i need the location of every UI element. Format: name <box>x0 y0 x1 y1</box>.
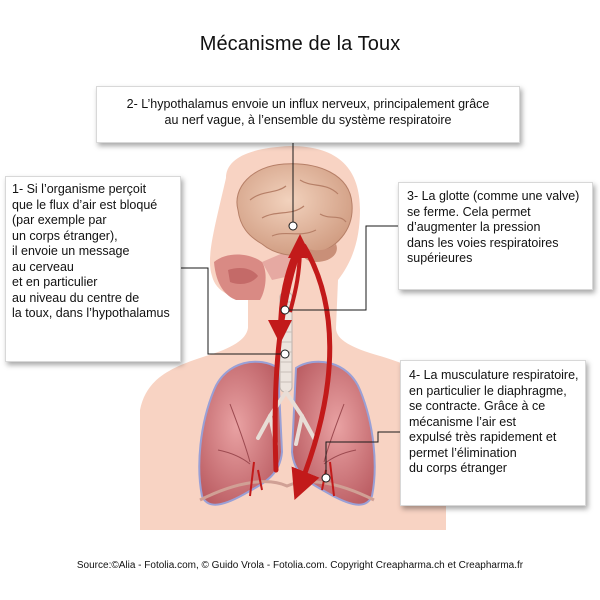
step-1-box: 1- Si l’organisme perçoit que le flux d’… <box>5 176 181 362</box>
step-3-line: se ferme. Cela permet <box>407 205 584 221</box>
step-4-box: 4- La musculature respiratoire, en parti… <box>400 360 586 506</box>
step-3-line: 3- La glotte (comme une valve) <box>407 189 584 205</box>
step-4-line: expulsé très rapidement et <box>409 430 577 446</box>
step-1-line: au cerveau <box>12 260 174 276</box>
step-2-line: au nerf vague, à l’ensemble du système r… <box>105 113 511 129</box>
step-4-line: en particulier le diaphragme, <box>409 384 577 400</box>
step-1-line: (par exemple par <box>12 213 174 229</box>
step-2-line: 2- L’hypothalamus envoie un influx nerve… <box>105 97 511 113</box>
step-1-line: et en particulier <box>12 275 174 291</box>
step-1-line: 1- Si l’organisme perçoit <box>12 182 174 198</box>
step-4-line: mécanisme l’air est <box>409 415 577 431</box>
step-1-line: la toux, dans l’hypothalamus <box>12 306 174 322</box>
step-1-line: au niveau du centre de <box>12 291 174 307</box>
step-4-line: du corps étranger <box>409 461 577 477</box>
step-1-line: que le flux d’air est bloqué <box>12 198 174 214</box>
step-3-box: 3- La glotte (comme une valve) se ferme.… <box>398 182 593 290</box>
step-4-line: se contracte. Grâce à ce <box>409 399 577 415</box>
step-3-line: supérieures <box>407 251 584 267</box>
step-3-line: d’augmenter la pression <box>407 220 584 236</box>
step-3-line: dans les voies respiratoires <box>407 236 584 252</box>
step-2-box: 2- L’hypothalamus envoie un influx nerve… <box>96 86 520 143</box>
step-4-line: 4- La musculature respiratoire, <box>409 368 577 384</box>
source-credit: Source:©Alia - Fotolia.com, © Guido Vrol… <box>0 560 600 571</box>
step-1-line: il envoie un message <box>12 244 174 260</box>
step-1-line: un corps étranger), <box>12 229 174 245</box>
step-4-line: permet l’élimination <box>409 446 577 462</box>
